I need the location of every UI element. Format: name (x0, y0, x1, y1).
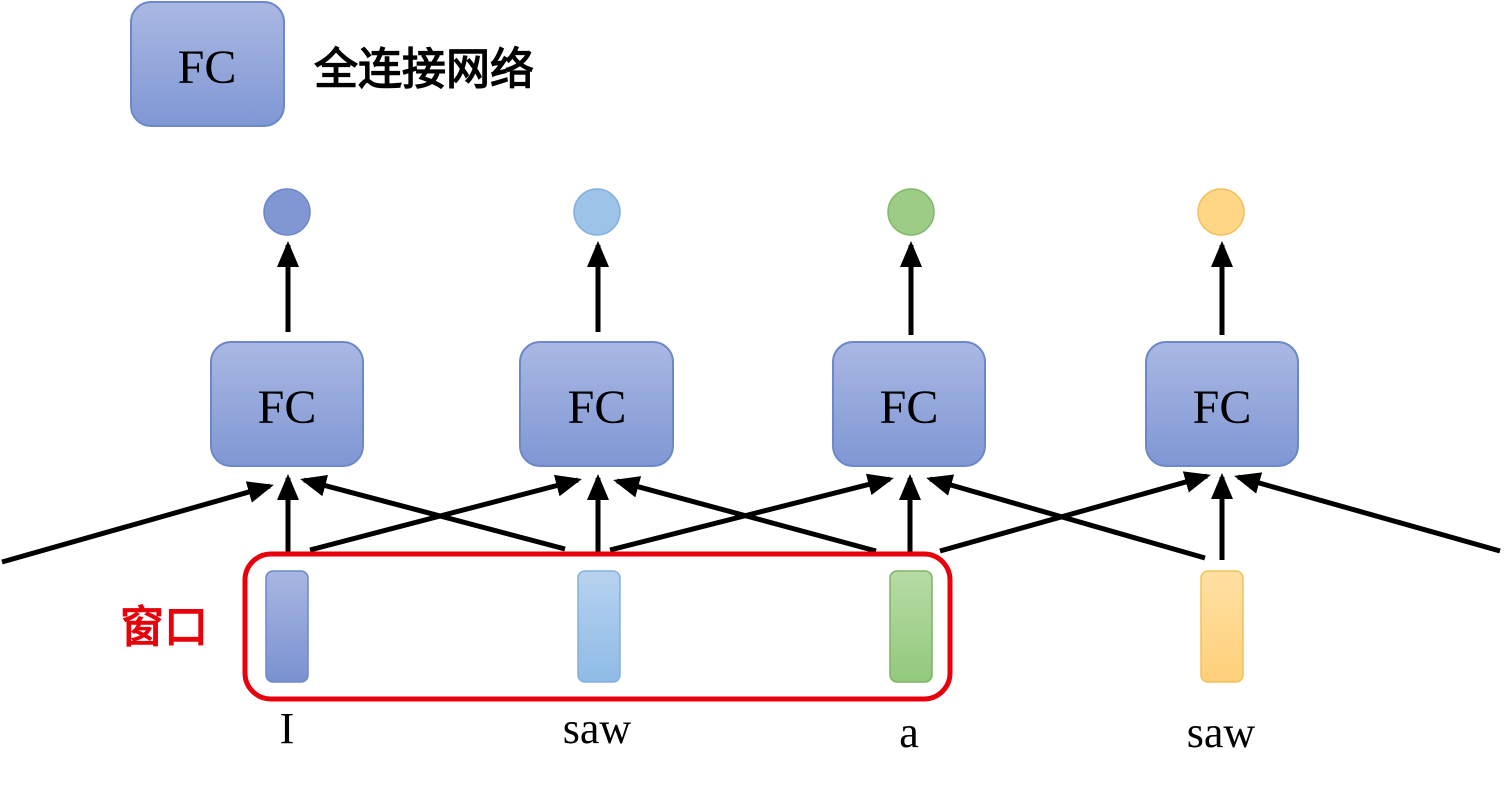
fc-box-3 (832, 341, 986, 467)
output-node-3 (887, 188, 935, 236)
window-highlight: 窗口 (120, 551, 953, 702)
input-vector-3 (889, 570, 933, 683)
arrow-input-2-to-fc-3 (609, 473, 894, 553)
output-node-4 (1197, 188, 1245, 236)
output-node-2 (573, 188, 621, 236)
legend-fc-box (130, 1, 285, 127)
legend: FC 全连接网络 (130, 1, 534, 127)
word-label-2: saw (563, 704, 632, 753)
window-frame (242, 551, 953, 702)
arrow-input-2-to-fc-1 (300, 474, 566, 552)
fc-layer: FC FC FC FC (210, 341, 1299, 467)
output-layer (263, 188, 1245, 236)
word-label-1: I (280, 704, 295, 753)
fc-box-1 (210, 341, 364, 467)
legend-description: 全连接网络 (313, 44, 534, 95)
output-node-1 (263, 188, 311, 236)
arrow-left-edge-to-fc-1 (1, 481, 274, 565)
input-vector-2 (577, 570, 621, 683)
arrow-input-4-to-fc-3 (926, 474, 1206, 561)
input-layer (265, 570, 1244, 683)
arrow-input-3-to-fc-4 (939, 471, 1211, 554)
fc-box-2 (519, 341, 674, 467)
input-vector-4 (1200, 570, 1244, 683)
arrow-right-edge-to-fc-4 (1234, 472, 1501, 554)
arrow-input-1-to-fc-2 (309, 474, 582, 553)
fc-box-4 (1145, 341, 1299, 467)
legend-fc-label: FC (178, 41, 237, 94)
window-label: 窗口 (120, 602, 208, 653)
fc-box-1-label: FC (258, 381, 317, 434)
connection-arrows (1, 241, 1501, 565)
fc-box-3-label: FC (880, 381, 939, 434)
word-label-3: a (899, 708, 919, 757)
word-labels: I saw a saw (280, 704, 1256, 757)
input-vector-1 (265, 570, 309, 683)
word-label-4: saw (1187, 708, 1256, 757)
fc-box-4-label: FC (1193, 381, 1252, 434)
fc-box-2-label: FC (568, 381, 627, 434)
